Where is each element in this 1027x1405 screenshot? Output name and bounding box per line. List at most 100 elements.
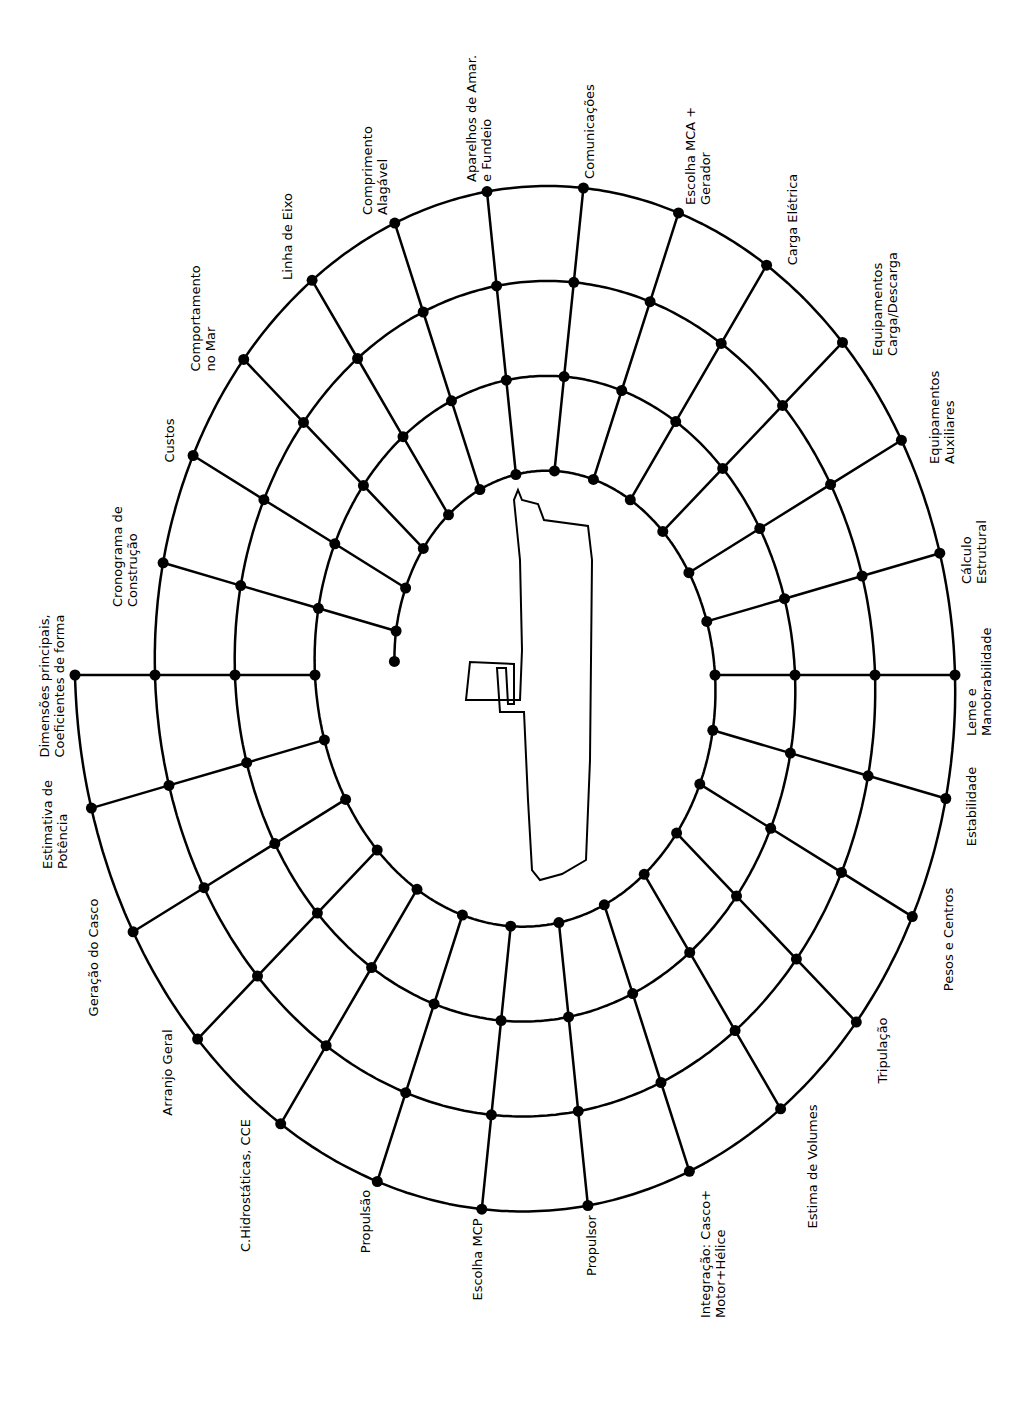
node-dot (258, 494, 269, 505)
stage-label: Comprimento Alagável (360, 103, 390, 215)
node-dot (158, 557, 169, 568)
stage-label: Custos (163, 419, 178, 463)
stage-label: Cronograma de Construção (110, 495, 140, 607)
spiral-stroke (644, 874, 780, 1109)
node-dot (765, 823, 776, 834)
spiral-stroke (555, 188, 584, 471)
node-dot (684, 1166, 695, 1177)
node-dot (412, 884, 423, 895)
node-dot (340, 794, 351, 805)
node-dot (400, 1087, 411, 1098)
node-dot (710, 670, 721, 681)
stage-label: Estimativa de Potência (40, 769, 70, 869)
node-dot (418, 307, 429, 318)
node-dot (553, 917, 564, 928)
node-dot (599, 899, 610, 910)
spiral-stroke (281, 889, 417, 1124)
node-dot (940, 793, 951, 804)
spiral-stroke (559, 923, 588, 1206)
node-dot (779, 593, 790, 604)
node-dot (673, 207, 684, 218)
node-dot (717, 463, 728, 474)
spiral-stroke (700, 784, 913, 917)
stage-label: Estima de Volumes (806, 1105, 821, 1229)
node-dot (559, 371, 570, 382)
node-dot (730, 1025, 741, 1036)
spiral-stroke (193, 456, 406, 589)
stage-label: Leme e Manobrabilidade (964, 614, 994, 736)
node-dot (474, 484, 485, 495)
node-dot (150, 670, 161, 681)
spiral-stroke (630, 265, 766, 500)
node-dot (443, 509, 454, 520)
stage-label: Equipamentos Carga/Descarga (870, 238, 900, 356)
node-dot (400, 583, 411, 594)
node-dot (501, 375, 512, 386)
node-dot (238, 354, 249, 365)
node-dot (670, 416, 681, 427)
stage-label: Escolha MCP (469, 1218, 484, 1300)
spiral-stroke (75, 674, 315, 677)
spiral-stroke (715, 674, 955, 677)
node-dot (896, 435, 907, 446)
node-dot (645, 296, 656, 307)
stage-label: Equipamentos Auxiliares (927, 364, 957, 464)
node-dot (625, 494, 636, 505)
node-dot (731, 891, 742, 902)
node-dot (683, 567, 694, 578)
spiral-stroke (75, 186, 955, 1212)
node-dot (482, 186, 493, 197)
node-dot (275, 1118, 286, 1129)
spiral-stroke (312, 280, 448, 515)
node-dot (950, 670, 961, 681)
stage-label: Dimensões principais, Coeficientes de fo… (36, 593, 66, 758)
stage-label: Pesos e Centros (941, 888, 956, 991)
spiral-stroke (707, 553, 940, 621)
stage-label: Arranjo Geral (159, 1029, 174, 1115)
node-dot (701, 616, 712, 627)
node-dot (389, 218, 400, 229)
node-dot (549, 465, 560, 476)
stage-label: C.Hidrostáticas, CCE (238, 1119, 253, 1252)
node-dot (775, 1103, 786, 1114)
node-dot (372, 845, 383, 856)
node-dot (791, 954, 802, 965)
node-dot (785, 748, 796, 759)
node-dot (319, 734, 330, 745)
node-dot (851, 1017, 862, 1028)
node-dot (836, 867, 847, 878)
node-dot (825, 479, 836, 490)
node-dot (429, 998, 440, 1009)
stage-label: Geração do Casco (86, 898, 101, 1016)
node-dot (192, 1034, 203, 1045)
node-dot (241, 757, 252, 768)
spiral-stroke (677, 833, 857, 1022)
stage-label: Linha de Eixo (280, 193, 295, 280)
node-dot (358, 480, 369, 491)
node-dot (298, 417, 309, 428)
node-dot (321, 1040, 332, 1051)
node-dot (313, 603, 324, 614)
node-dot (857, 571, 868, 582)
node-dot (863, 770, 874, 781)
node-dot (907, 911, 918, 922)
node-dot (761, 260, 772, 271)
spiral-stroke (163, 563, 396, 631)
spiral-stroke (244, 359, 424, 548)
node-dot (252, 971, 263, 982)
node-dot (870, 670, 881, 681)
stage-label: Escolha MCA + Gerador (683, 93, 713, 205)
node-dot (568, 277, 579, 288)
node-dot (164, 780, 175, 791)
node-dot (312, 908, 323, 919)
node-dot (671, 828, 682, 839)
node-dot (627, 988, 638, 999)
node-dot (510, 469, 521, 480)
node-dot (639, 869, 650, 880)
node-dot (418, 543, 429, 554)
node-dot (391, 626, 402, 637)
node-dot (352, 353, 363, 364)
node-dot (716, 338, 727, 349)
spiral-stroke (689, 440, 902, 573)
